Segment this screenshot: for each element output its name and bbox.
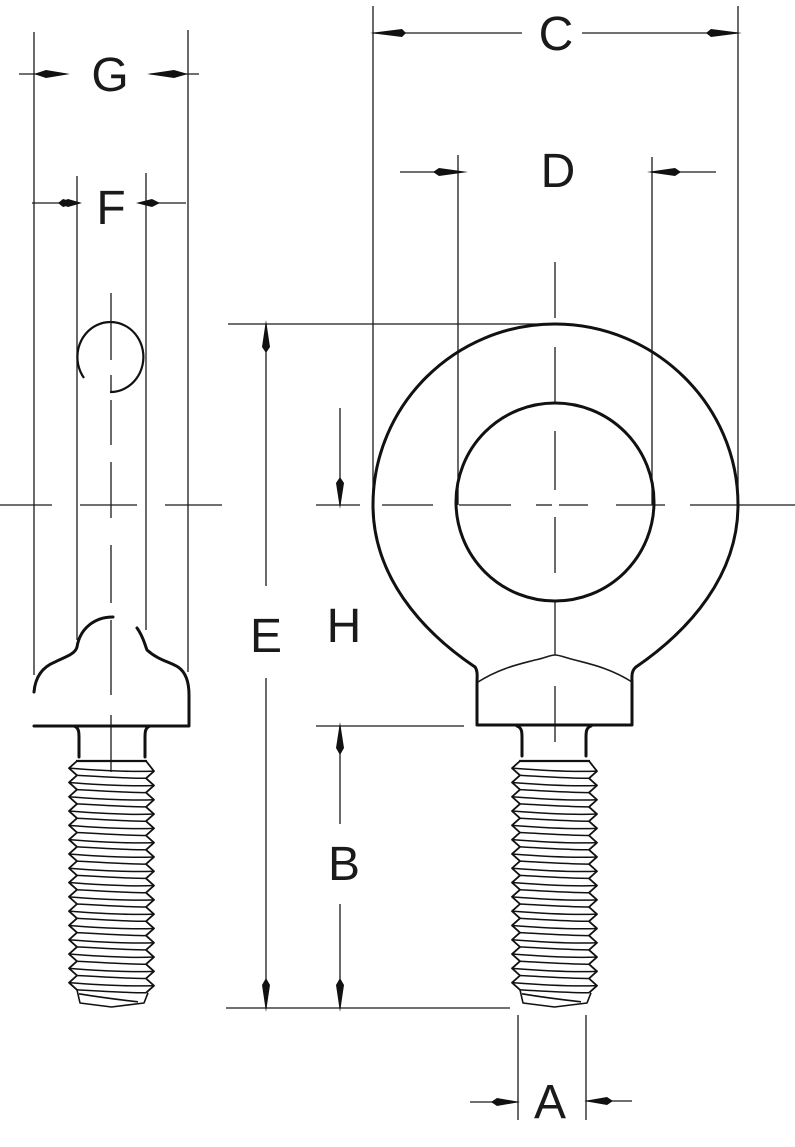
eye-outer <box>371 322 740 669</box>
label-c: C <box>539 8 574 61</box>
side-shank-right <box>143 724 152 759</box>
front-centerlines <box>382 262 795 742</box>
arrow-left-icon <box>647 168 681 176</box>
front-shoulder <box>473 665 638 727</box>
label-b: B <box>328 838 360 891</box>
section-circle <box>76 320 145 394</box>
arrow-left-icon <box>584 1097 613 1105</box>
label-d: D <box>541 145 576 198</box>
front-thread <box>511 759 598 1008</box>
side-shoulder-right <box>32 626 191 728</box>
arrow-right-icon <box>433 168 468 176</box>
g-dimension: G <box>19 49 199 102</box>
d-dimension: D <box>400 145 716 198</box>
front-shank-left <box>515 724 524 758</box>
arrow-up-icon <box>262 320 270 353</box>
arrow-down-icon <box>336 978 344 1012</box>
label-a: A <box>534 1076 566 1129</box>
f-dimension: F <box>32 182 186 235</box>
c-dimension: C <box>370 8 742 61</box>
arrow-down-icon <box>262 978 270 1012</box>
label-e: E <box>250 610 282 663</box>
eye-inner <box>454 401 656 603</box>
arrow-down-icon <box>336 477 344 509</box>
label-h: H <box>327 600 362 653</box>
arrow-left-icon <box>370 29 406 37</box>
side-shoulder-left <box>32 615 115 694</box>
arrow-right-icon <box>34 70 70 78</box>
side-thread <box>68 759 155 1008</box>
arrow-left-icon <box>136 199 160 207</box>
label-f: F <box>96 182 125 235</box>
h-dimension: H <box>327 408 362 653</box>
front-view: C D E H <box>226 6 795 1129</box>
shoulder-fillet-line <box>477 654 633 683</box>
front-shank-right <box>584 724 593 758</box>
arrow-right-icon <box>706 29 742 37</box>
arrow-right-icon <box>491 1098 520 1106</box>
label-g: G <box>91 49 128 102</box>
arrow-up-icon <box>336 722 344 755</box>
side-shank-left <box>72 724 81 759</box>
a-dimension: A <box>470 1076 632 1129</box>
e-dimension: E <box>250 320 282 1012</box>
b-dimension: B <box>328 722 360 1012</box>
side-centerline <box>0 293 222 772</box>
arrow-left-icon <box>147 70 188 78</box>
side-view: G F <box>0 30 222 1008</box>
